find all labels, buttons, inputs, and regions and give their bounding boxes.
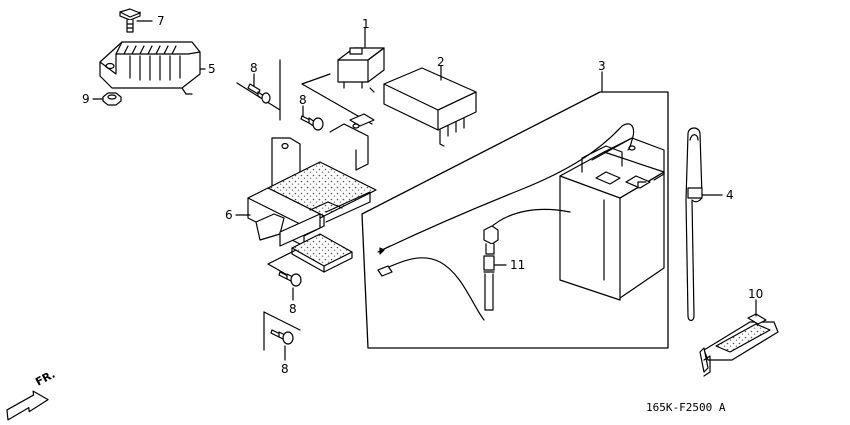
bracket-line-a [301,73,331,85]
part-6-battery-bracket [247,113,377,273]
vent-tube [483,225,499,311]
callout-7: 7 [157,14,165,28]
battery-cable [377,123,635,255]
callout-8-bottom: 8 [281,362,289,376]
direction-label: FR. [33,368,57,389]
callout-2: 2 [437,55,445,69]
callout-8-upper-mid: 8 [299,93,307,107]
callout-8-upper-left: 8 [250,61,258,75]
callout-5: 5 [208,62,216,76]
callout-6: 6 [225,208,233,222]
part-8-bolt-upper-mid [300,115,324,131]
part-8-bolt-lower-mid [267,249,302,287]
callout-8-lower-mid: 8 [289,302,297,316]
part-5-regulator [99,41,201,95]
front-direction-arrow [6,390,49,421]
part-8-bolt-upper-left [236,59,281,121]
callout-10: 10 [748,287,763,301]
callout-11: 11 [510,258,525,272]
callout-1: 1 [362,17,370,31]
part-3-battery-panel [361,91,669,349]
battery [559,137,665,301]
part-7-bolt [119,8,141,33]
ground-cable [377,208,571,321]
part-10-battery-pad [699,313,779,377]
part-1-relay [337,47,385,93]
callout-3: 3 [598,59,606,73]
callout-9: 9 [82,92,90,106]
part-9-nut [102,92,122,106]
part-2-control-box [383,67,477,147]
callout-4: 4 [726,188,734,202]
figure-code: 165K-F2500 A [646,401,726,414]
part-4-battery-band [685,127,703,322]
part-8-bolt-bottom [263,311,301,351]
